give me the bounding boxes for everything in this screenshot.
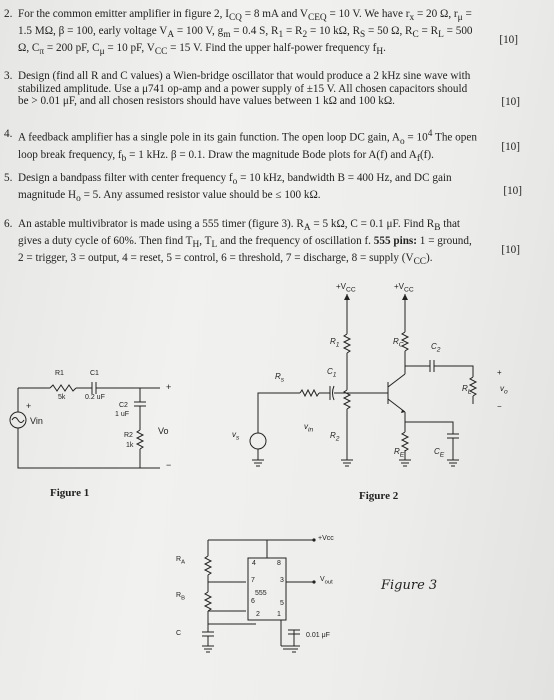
figure-3-pin-4: 4 [252,560,256,567]
question-line: For the common emitter amplifier in figu… [18,8,472,24]
figure-3-caption: Figure 3 [381,578,438,593]
question-text: For the common emitter amplifier in figu… [18,8,473,58]
figure-2-r1-label: R1 [330,337,340,349]
figure-1-c1-label: C1 [90,370,99,377]
figure-1-vin-plus: + [26,401,32,411]
figure-1-vin-label: Vin [30,416,43,426]
figure-3-rb-label: RB [176,592,185,602]
figure-1-caption: Figure 1 [50,487,90,499]
question-line: loop break frequency, fb = 1 kHz. β = 0.… [18,148,434,164]
question-points: [10] [501,244,520,256]
figure-2-vcc-right: +VCC [394,282,414,294]
question-text: Design a bandpass filter with center fre… [18,172,452,206]
figure-3-pin-1: 1 [277,611,281,618]
question-3: 3. Design (find all R and C values) a Wi… [4,70,520,112]
question-line: magnitude Ho = 5. Any assumed resistor v… [18,188,321,205]
question-number: 2. [4,8,13,20]
question-points: [10] [501,141,520,153]
question-number: 6. [4,218,13,230]
figure-2-re-label: RE [394,447,405,459]
question-line: 2 = trigger, 3 = output, 4 = reset, 5 = … [18,251,433,267]
figure-2-vin-label: vin [304,422,314,434]
question-number: 3. [4,70,13,82]
figure-3-pin-6: 6 [251,598,255,605]
question-number: 4. [4,128,13,140]
question-line: gives a duty cycle of 60%. Then find TH,… [18,234,472,251]
figure-2-ce-label: CE [434,447,445,459]
figure-2-vo-minus: − [497,402,502,411]
question-text: A feedback amplifier has a single pole i… [18,128,477,165]
figure-1-circuit [9,382,160,469]
figure-1-r2-value: 1k [126,442,134,449]
figure-3-chip-label: 555 [255,590,267,597]
figure-3-circuit [202,538,316,653]
question-line: 1.5 MΩ, β = 100, early voltage VA = 100 … [18,24,473,41]
figure-3-c-label: C [176,630,182,637]
figure-2-rc-label: RC [393,337,404,349]
figure-2-c1-label: C1 [327,367,337,379]
figure-2-rs-label: Rs [275,372,285,384]
figure-1-r2-label: R2 [124,432,133,439]
figure-2-caption: Figure 2 [359,490,399,502]
figure-3-pin-2: 2 [256,611,260,618]
question-points: [10] [499,34,518,46]
question-5: 5. Design a bandpass filter with center … [4,172,522,204]
figure-2-c2-label: C2 [431,342,441,354]
figure-3-pin-3: 3 [280,577,284,584]
question-line: be > 0.01 μF, and all chosen resistors s… [18,95,395,108]
question-line: Design (find all R and C values) a Wien-… [18,70,471,82]
figure-2-vcc-left: +VCC [336,282,356,294]
question-line: A feedback amplifier has a single pole i… [18,129,477,147]
figure-1-vo-minus: − [166,460,172,470]
figure-1-r1-value: 5k [58,394,66,401]
figure-1-c1-value: 0.2 uF [85,394,105,401]
question-line: An astable multivibrator is made using a… [18,218,461,234]
figure-3-vout-label: Vout [320,576,333,586]
question-points: [10] [503,185,522,197]
figure-3-pin-5: 5 [280,600,284,607]
figure-1-c2-value: 1 uF [115,411,130,418]
figure-2-r2-label: R2 [330,431,340,443]
figure-2-rl-label: RL [462,384,472,396]
figure-2-vs-label: vs [232,430,240,442]
figure-3-ra-label: RA [176,556,185,566]
figure-1-c2-label: C2 [119,402,128,409]
question-line: Design a bandpass filter with center fre… [18,172,452,188]
question-2: 2. For the common emitter amplifier in f… [4,8,518,57]
figure-1-r1-label: R1 [55,370,64,377]
figure-3-vcc-label: +Vcc [318,535,334,542]
question-points: [10] [501,96,520,108]
figure-2-vo-label: vo [500,384,508,396]
figure-2-circuit [249,294,478,467]
question-number: 5. [4,172,13,184]
figure-1-vo-plus: + [166,382,172,392]
question-text: An astable multivibrator is made using a… [18,218,472,268]
question-line: Ω, Cπ = 200 pF, Cμ = 10 pF, VCC = 15 V. … [18,41,386,57]
question-line: stabilized amplitude. Use a μ741 op-amp … [18,82,468,95]
figure-2-vo-plus: + [497,368,502,377]
question-text: Design (find all R and C values) a Wien-… [18,70,470,108]
question-6: 6. An astable multivibrator is made usin… [4,218,520,267]
figure-3-pin-8: 8 [277,560,281,567]
figure-1-vo-label: Vo [158,426,169,436]
figure-3-cap-label: 0.01 μF [306,632,330,639]
question-4: 4. A feedback amplifier has a single pol… [4,128,520,164]
figure-3-pin-7: 7 [251,577,255,584]
